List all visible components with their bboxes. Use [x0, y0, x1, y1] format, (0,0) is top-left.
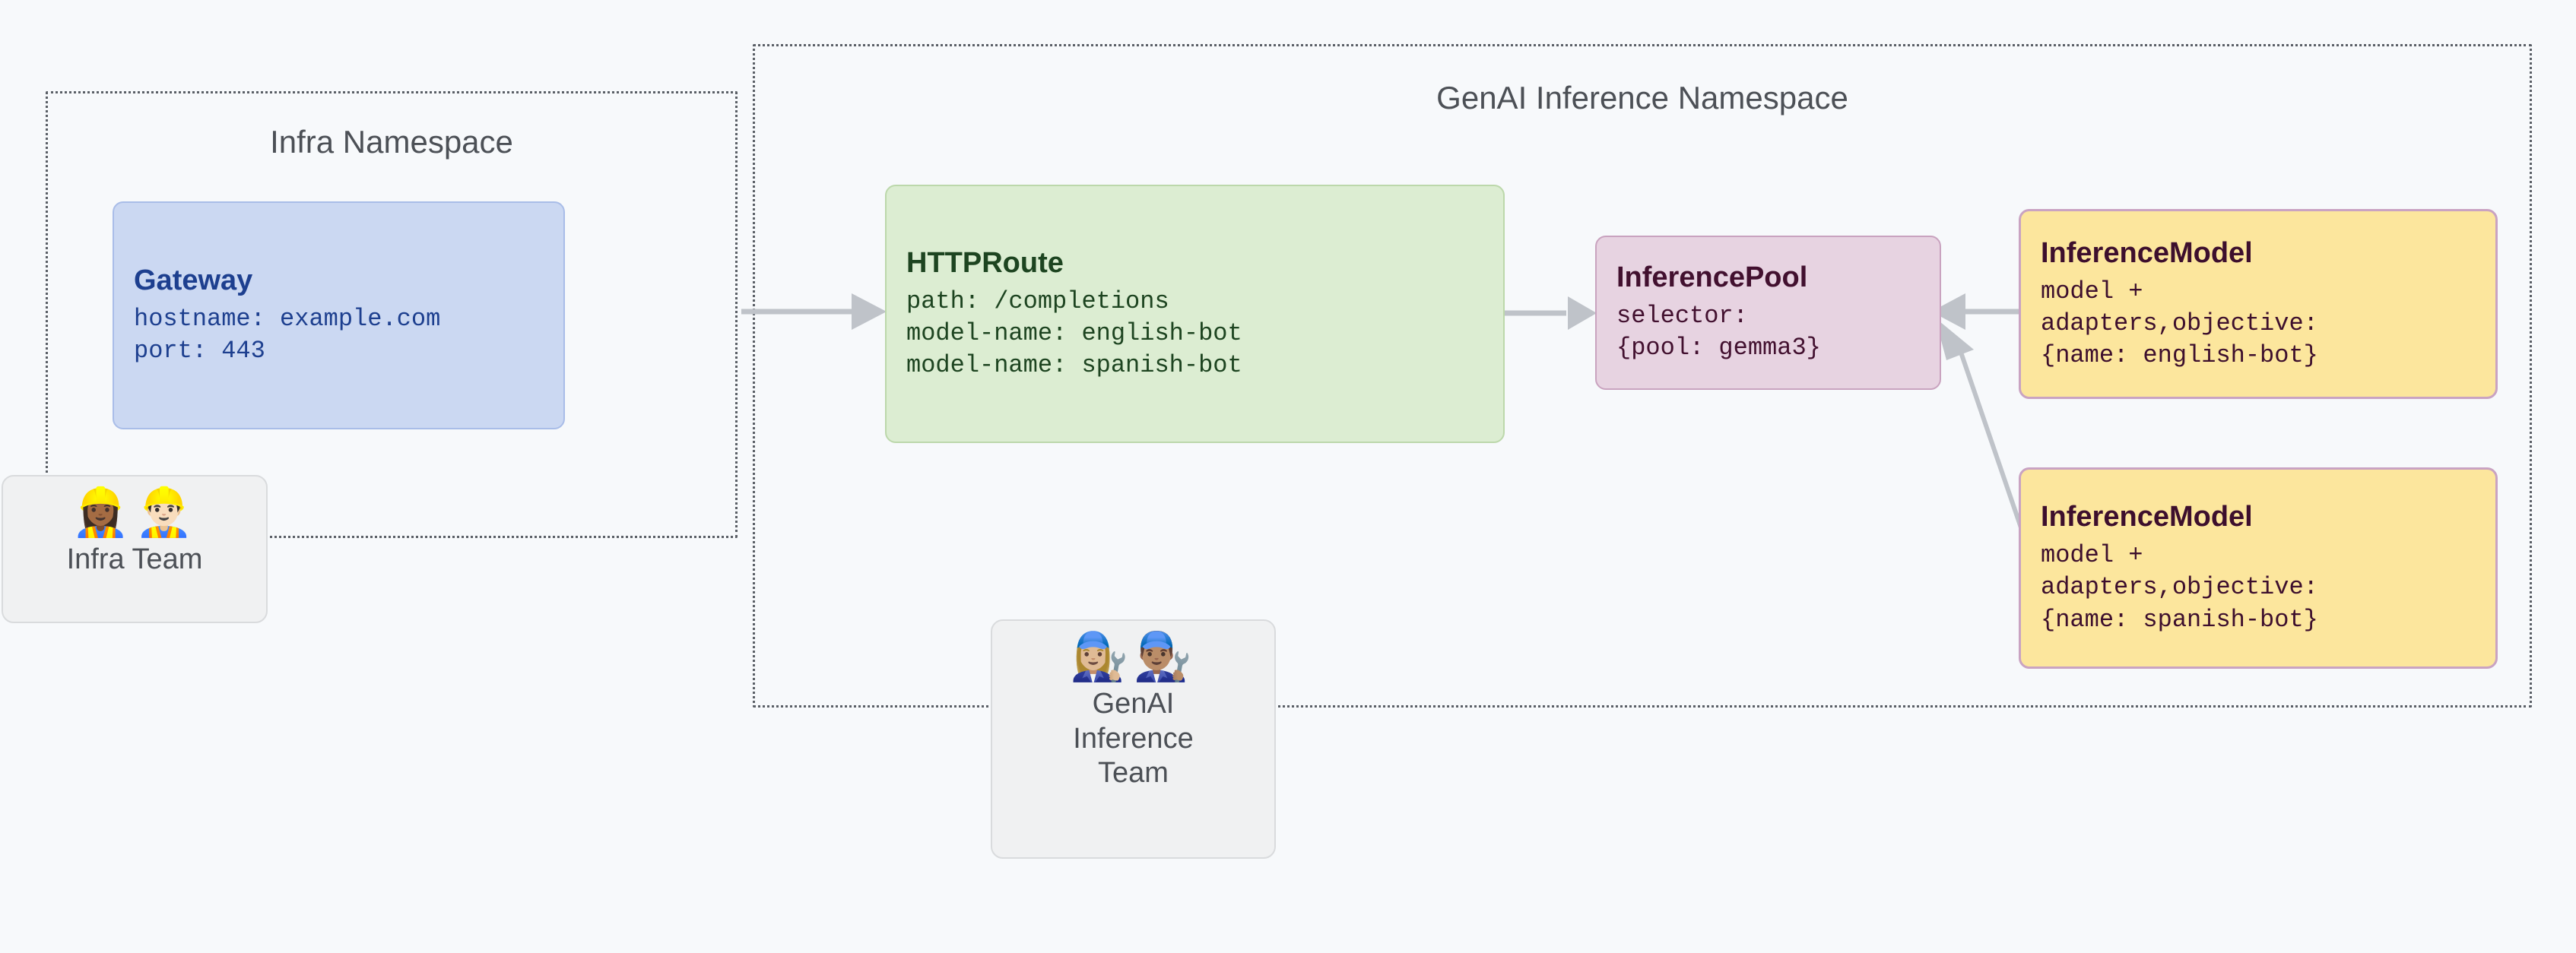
namespace-box-infra [46, 91, 738, 538]
node-inferencemodel-spanish-line-2: {name: spanish-bot} [2041, 605, 2318, 634]
construction-worker-icons: 👷🏾‍♀️👷🏻‍♂️ [71, 484, 198, 540]
mechanic-icons: 👩🏼‍🔧👨🏽‍🔧 [1070, 628, 1197, 684]
node-gateway-line-1: port: 443 [134, 336, 265, 365]
node-inferencemodel-spanish-line-1: adapters,objective: [2041, 573, 2318, 602]
team-badge-genai-inference-label: GenAI Inference Team [1073, 688, 1194, 790]
node-httproute-line-1: model-name: english-bot [906, 318, 1242, 347]
node-gateway-title: Gateway [134, 264, 253, 296]
node-inferencemodel-english-line-2: {name: english-bot} [2041, 341, 2318, 370]
node-inferencepool[interactable]: InferencePool selector: {pool: gemma3} [1595, 236, 1941, 390]
node-inferencemodel-english-title: InferenceModel [2041, 236, 2253, 269]
node-inferencemodel-spanish-line-0: model + [2041, 541, 2143, 570]
node-inferencemodel-spanish[interactable]: InferenceModel model + adapters,objectiv… [2019, 467, 2498, 669]
node-inferencemodel-english[interactable]: InferenceModel model + adapters,objectiv… [2019, 209, 2498, 399]
node-gateway[interactable]: Gateway hostname: example.com port: 443 [113, 201, 565, 429]
node-httproute-line-2: model-name: spanish-bot [906, 351, 1242, 380]
team-badge-genai-inference[interactable]: 👩🏼‍🔧👨🏽‍🔧 GenAI Inference Team [991, 619, 1276, 859]
namespace-title-genai: GenAI Inference Namespace [1436, 80, 1848, 116]
namespace-box-genai [753, 44, 2532, 708]
node-inferencemodel-english-line-0: model + [2041, 277, 2143, 306]
node-gateway-line-0: hostname: example.com [134, 304, 441, 333]
namespace-title-infra: Infra Namespace [270, 124, 513, 160]
node-inferencepool-title: InferencePool [1616, 261, 1808, 294]
node-httproute-title: HTTPRoute [906, 246, 1064, 279]
node-inferencepool-line-0: selector: [1616, 302, 1748, 331]
node-inferencemodel-spanish-title: InferenceModel [2041, 501, 2253, 533]
team-badge-infra-label: Infra Team [66, 543, 203, 576]
node-httproute-line-0: path: /completions [906, 287, 1169, 315]
node-inferencepool-line-1: {pool: gemma3} [1616, 334, 1821, 363]
node-httproute[interactable]: HTTPRoute path: /completions model-name:… [885, 185, 1505, 443]
team-badge-infra[interactable]: 👷🏾‍♀️👷🏻‍♂️ Infra Team [2, 475, 268, 623]
node-inferencemodel-english-line-1: adapters,objective: [2041, 309, 2318, 337]
